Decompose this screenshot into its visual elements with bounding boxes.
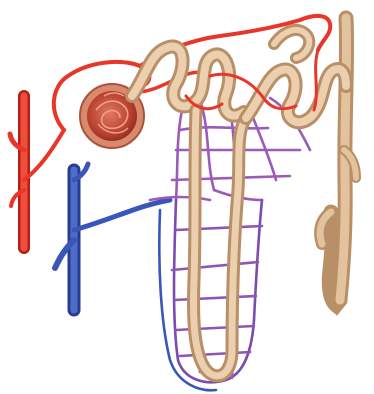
vasa-recta xyxy=(159,200,262,390)
renal-vein-branch xyxy=(55,164,170,310)
distal-convoluted-tubule xyxy=(246,30,346,122)
collecting-duct xyxy=(320,18,356,305)
